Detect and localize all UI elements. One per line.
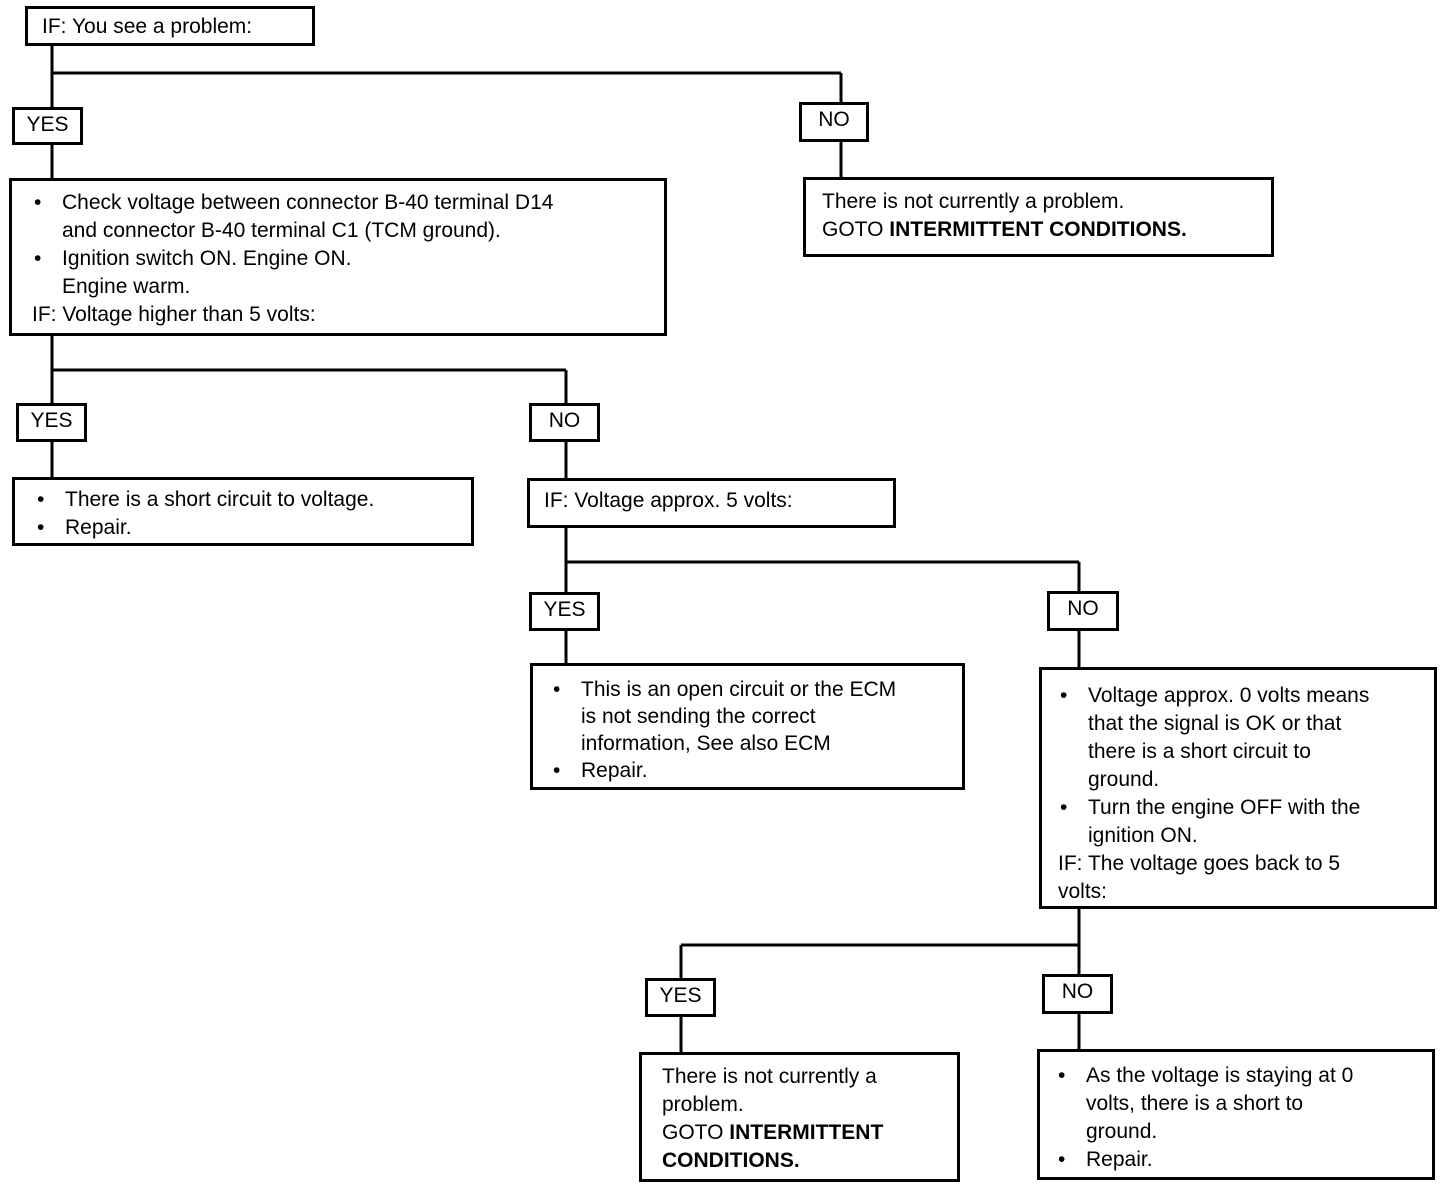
open-circuit-repair: Repair. [581,759,648,782]
no-label-1-text: NO [818,108,850,131]
step3-bullet-1: Voltage approx. 0 volts means that the s… [1058,682,1424,794]
short-to-voltage-box: There is a short circuit to voltage. Rep… [12,477,474,546]
step3-line-6: ignition ON. [1088,824,1198,847]
short-voltage-bullet-2-text: Repair. [65,516,132,539]
open-circuit-box: This is an open circuit or the ECM is no… [530,663,965,790]
step1-bullet-1: Check voltage between connector B-40 ter… [32,189,654,245]
short-ground-bullet-2: Repair. [1056,1146,1422,1174]
short-ground-bullet-1: As the voltage is staying at 0 volts, th… [1056,1062,1422,1146]
open-circuit-line-1: This is an open circuit or the ECM [581,678,897,701]
yes-label-3-text: YES [543,598,586,621]
no-problem-2-goto-cont: CONDITIONS. [662,1149,800,1172]
yes-label-1-text: YES [26,113,69,136]
no-problem-2-line-2: problem. [662,1093,744,1116]
voltage-5v-box: IF: Voltage approx. 5 volts: [527,478,896,528]
check-voltage-box: Check voltage between connector B-40 ter… [9,178,667,336]
voltage-0v-box: Voltage approx. 0 volts means that the s… [1039,667,1437,909]
step3-line-2: that the signal is OK or that [1088,712,1342,735]
step1-bullet-1-line-1: Check voltage between connector B-40 ter… [62,191,554,214]
short-ground-line-1: As the voltage is staying at 0 [1086,1064,1354,1087]
yes-label-4: YES [645,978,716,1017]
step1-bullet-1-line-2: and connector B-40 terminal C1 (TCM grou… [62,219,501,242]
step3-bullet-2: Turn the engine OFF with the ignition ON… [1058,794,1424,850]
short-voltage-bullet-1: There is a short circuit to voltage. [35,486,461,514]
no-problem-1-goto: GOTO INTERMITTENT CONDITIONS. [822,216,1261,244]
no-label-3: NO [1047,591,1119,631]
step1-bullet-2-line-1: Ignition switch ON. Engine ON. [62,247,352,270]
step3-line-5: Turn the engine OFF with the [1088,796,1361,819]
open-circuit-bullet-2: Repair. [551,757,952,784]
no-label-2: NO [529,403,600,442]
short-ground-line-2: volts, there is a short to [1086,1092,1304,1115]
open-circuit-bullet-1: This is an open circuit or the ECM is no… [551,676,952,757]
step3-line-1: Voltage approx. 0 volts means [1088,684,1370,707]
yes-label-1: YES [12,107,83,145]
no-label-4-text: NO [1061,980,1094,1003]
no-label-2-text: NO [548,409,581,432]
yes-label-3: YES [529,592,600,631]
goto-target-1: INTERMITTENT CONDITIONS. [889,218,1187,241]
step3-condition-line-2: volts: [1058,880,1108,903]
no-problem-box-1: There is not currently a problem. GOTO I… [803,177,1274,257]
step3-condition-line-1: IF: The voltage goes back to 5 [1058,852,1341,875]
goto-target-2a: INTERMITTENT [729,1121,884,1144]
open-circuit-line-3: information, See also ECM [581,732,831,755]
step1-bullet-2: Ignition switch ON. Engine ON. Engine wa… [32,245,654,301]
short-ground-repair: Repair. [1086,1148,1153,1171]
step2-condition: IF: Voltage approx. 5 volts: [544,489,793,512]
no-problem-2-goto: GOTO INTERMITTENT [662,1119,947,1147]
open-circuit-line-2: is not sending the correct [581,705,816,728]
step1-condition: IF: Voltage higher than 5 volts: [32,303,316,326]
no-problem-2-line-1: There is not currently a [662,1065,877,1088]
start-condition-box: IF: You see a problem: [25,6,315,46]
goto-prefix-2: GOTO [662,1121,724,1144]
no-problem-box-2: There is not currently a problem. GOTO I… [639,1052,960,1182]
short-to-ground-box: As the voltage is staying at 0 volts, th… [1037,1049,1435,1180]
yes-label-4-text: YES [659,984,702,1007]
no-label-4: NO [1042,974,1113,1014]
step3-line-4: ground. [1088,768,1160,791]
yes-label-2: YES [16,403,87,442]
short-voltage-bullet-2: Repair. [35,514,461,542]
yes-label-2-text: YES [30,409,73,432]
no-problem-1-line-1: There is not currently a problem. [822,190,1125,213]
step1-bullet-2-line-2: Engine warm. [62,275,191,298]
no-label-3-text: NO [1067,597,1099,620]
start-condition-text: IF: You see a problem: [42,15,253,38]
short-voltage-bullet-1-text: There is a short circuit to voltage. [65,488,375,511]
short-ground-line-3: ground. [1086,1120,1158,1143]
no-label-1: NO [799,102,869,142]
step3-line-3: there is a short circuit to [1088,740,1311,763]
goto-prefix-1: GOTO [822,218,884,241]
